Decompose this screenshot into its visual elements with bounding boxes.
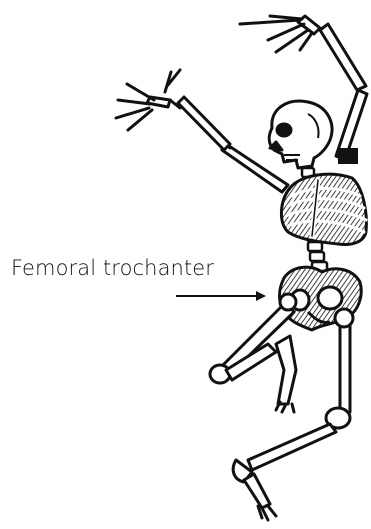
arrow [176, 291, 266, 301]
femoral-trochanter-label: Femoral trochanter [11, 256, 214, 280]
left-leg [210, 294, 296, 412]
left-arm [116, 70, 288, 192]
rib-cage [281, 148, 366, 245]
skull [269, 101, 332, 168]
arrow-head [256, 291, 266, 301]
